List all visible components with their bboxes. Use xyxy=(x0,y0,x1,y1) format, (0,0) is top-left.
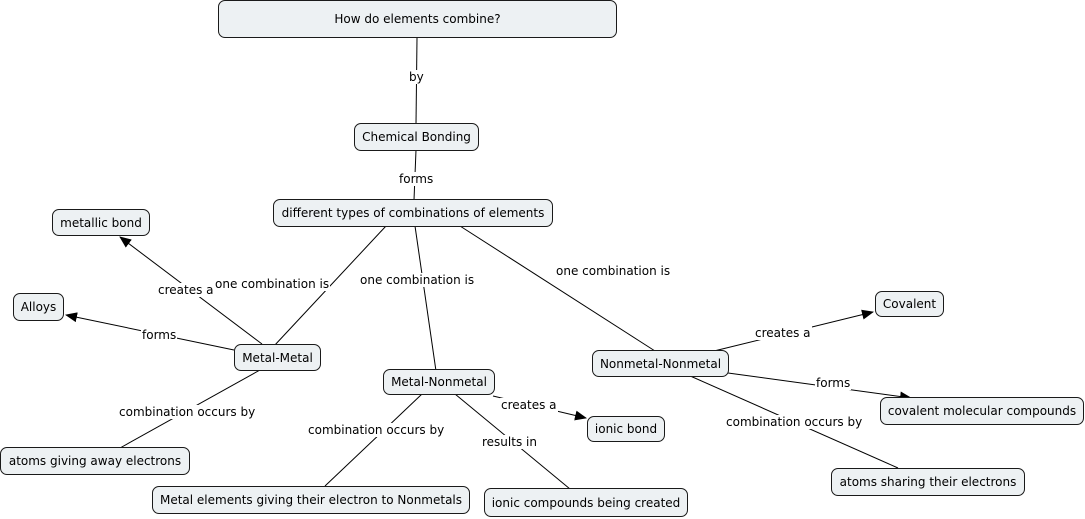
link-label-forms: forms xyxy=(398,172,435,186)
link-label-combination-occurs: combination occurs by xyxy=(725,415,864,429)
link-label-combination-occurs: combination occurs by xyxy=(307,423,446,437)
node-metal-giving[interactable]: Metal elements giving their electron to … xyxy=(152,486,470,514)
line-combinations-to-metal-nonmetal xyxy=(414,225,437,372)
link-label-one-combination: one combination is xyxy=(555,264,672,278)
node-metal-nonmetal[interactable]: Metal-Nonmetal xyxy=(383,369,495,395)
link-label-forms: forms xyxy=(815,376,852,390)
link-label-results-in: results in xyxy=(481,435,538,449)
node-covalent[interactable]: Covalent xyxy=(875,291,944,317)
link-label-creates-a: creates a xyxy=(754,326,812,340)
node-metallic-bond[interactable]: metallic bond xyxy=(52,209,150,236)
node-ionic-compounds[interactable]: ionic compounds being created xyxy=(484,488,688,517)
node-atoms-giving[interactable]: atoms giving away electrons xyxy=(0,447,190,475)
node-metal-metal[interactable]: Metal-Metal xyxy=(234,344,321,371)
line-metal-nonmetal-to-metal-giving xyxy=(324,393,423,487)
link-label-one-combination: one combination is xyxy=(214,277,331,291)
link-label-combination-occurs: combination occurs by xyxy=(118,405,257,419)
line-combinations-to-nonmetal-nonmetal xyxy=(459,225,656,352)
link-label-creates-a: creates a xyxy=(500,398,558,412)
node-question[interactable]: How do elements combine? xyxy=(218,0,617,38)
node-atoms-sharing[interactable]: atoms sharing their electrons xyxy=(831,468,1025,496)
node-covalent-molecular[interactable]: covalent molecular compounds xyxy=(880,397,1084,425)
node-alloys[interactable]: Alloys xyxy=(13,293,64,321)
node-chemical-bonding[interactable]: Chemical Bonding xyxy=(354,123,479,151)
link-label-forms: forms xyxy=(141,328,178,342)
link-label-by: by xyxy=(408,70,425,84)
node-combinations[interactable]: different types of combinations of eleme… xyxy=(273,199,553,227)
link-label-creates-a: creates a xyxy=(157,283,215,297)
node-ionic-bond[interactable]: ionic bond xyxy=(587,416,665,442)
node-nonmetal-nonmetal[interactable]: Nonmetal-Nonmetal xyxy=(592,350,729,377)
link-label-one-combination: one combination is xyxy=(359,273,476,287)
